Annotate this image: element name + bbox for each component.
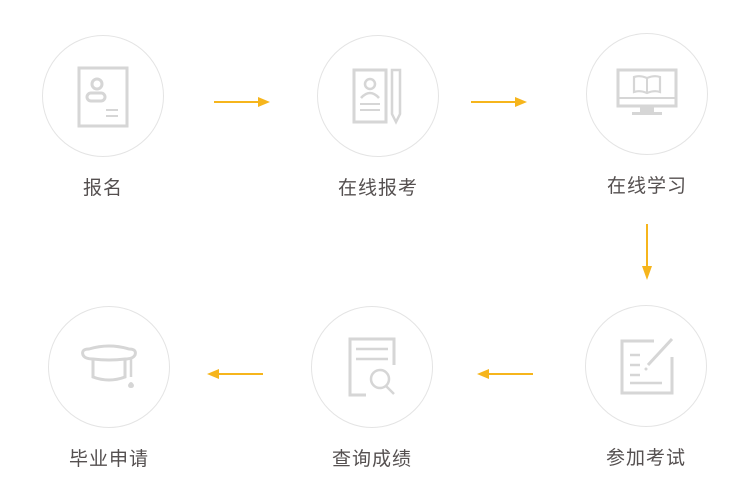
step-online-learning[interactable]: 在线学习 (582, 33, 712, 198)
arrow-right-icon (212, 95, 272, 109)
step-label: 报名 (82, 177, 123, 199)
registration-form-icon (77, 66, 129, 128)
step-label: 在线报考 (337, 177, 418, 199)
arrow-down-icon (640, 222, 654, 282)
application-form-pen-icon (352, 68, 402, 125)
step-label: 在线学习 (606, 175, 687, 197)
step-label: 毕业申请 (68, 448, 149, 470)
step-circle (317, 35, 439, 157)
step-label: 参加考试 (605, 447, 686, 469)
step-circle (586, 33, 708, 155)
step-label: 查询成绩 (331, 448, 412, 470)
exam-paper-edit-icon (620, 337, 674, 395)
graduation-cap-icon (81, 344, 137, 388)
document-search-icon (348, 337, 396, 397)
step-circle (311, 306, 433, 428)
step-online-application[interactable]: 在线报考 (313, 35, 443, 200)
arrow-left-icon (475, 367, 535, 381)
step-circle (48, 306, 170, 428)
arrow-right-icon (469, 95, 529, 109)
step-circle (585, 305, 707, 427)
step-take-exam[interactable]: 参加考试 (581, 305, 711, 470)
step-register[interactable]: 报名 (38, 35, 168, 200)
step-circle (42, 35, 164, 157)
step-graduation-application[interactable]: 毕业申请 (44, 306, 174, 471)
monitor-book-icon (616, 68, 678, 115)
step-check-scores[interactable]: 查询成绩 (307, 306, 437, 471)
arrow-left-icon (205, 367, 265, 381)
